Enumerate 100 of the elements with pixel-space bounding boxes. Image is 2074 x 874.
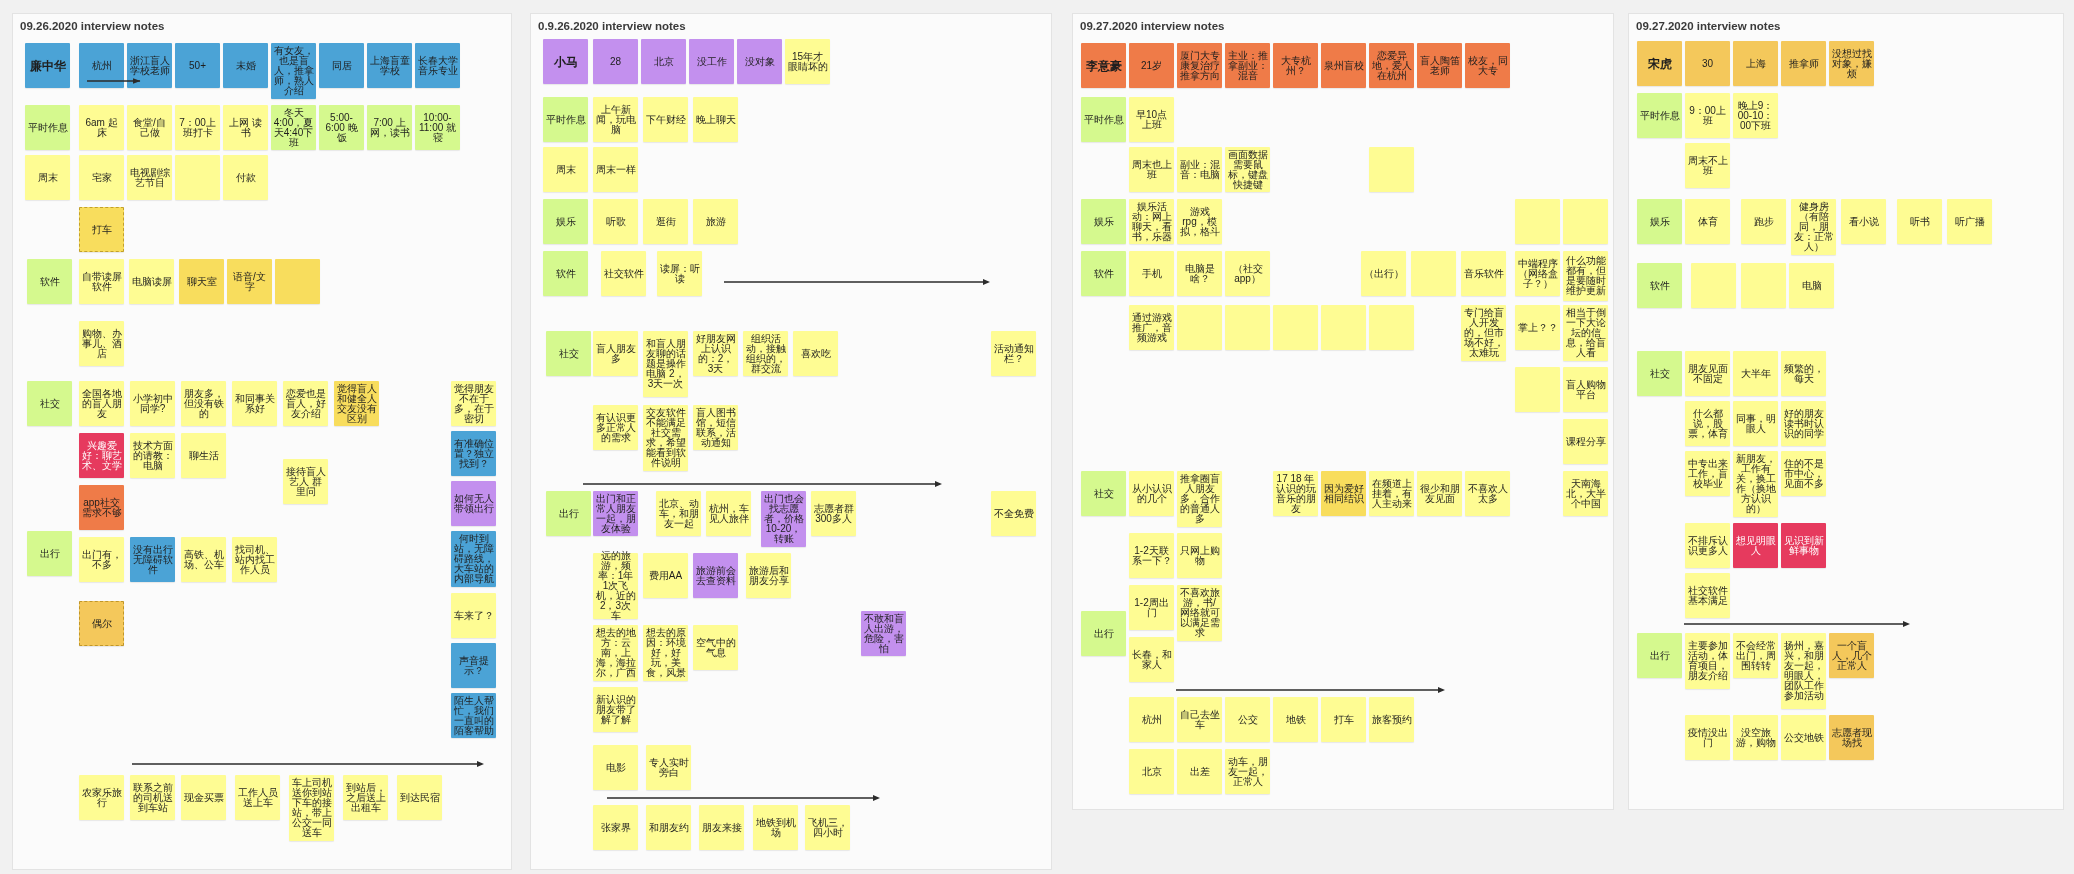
note-text: 恋爱也是盲人，好友介绍	[285, 388, 326, 419]
note-text: 想见明眼人	[1735, 535, 1776, 556]
note-text: 交友软件不能满足社交需求，希望能看到软件说明	[645, 408, 686, 468]
sticky-note	[1637, 199, 1682, 244]
notes-panel	[530, 13, 1052, 870]
note-text: 想去的地方：云南，上海，海拉尔，广西	[595, 628, 636, 678]
sticky-note	[235, 775, 280, 820]
note-text: 联系之前的司机送到车站	[132, 782, 173, 813]
note-text: 见识到新鲜事物	[1783, 535, 1824, 556]
sticky-note	[415, 43, 460, 88]
note-text: 5:00-6:00 晚饭	[324, 112, 359, 143]
note-text: 好的朋友读书时认识的同学	[1783, 408, 1824, 439]
sticky-note	[415, 105, 460, 150]
note-text: 大半年	[1740, 368, 1771, 379]
note-text: 从小认识的几个	[1131, 483, 1172, 504]
sticky-note	[593, 687, 638, 732]
note-text: 听歌	[605, 216, 626, 227]
note-text: 不敢和盲人出游，危险，害怕	[863, 613, 904, 654]
sticky-note	[593, 745, 638, 790]
note-text: 出行	[39, 548, 60, 559]
note-text: 平时作息	[1083, 114, 1124, 125]
sticky-note	[367, 43, 412, 88]
note-text: 高铁、机场、公车	[183, 549, 224, 570]
note-text: 平时作息	[27, 122, 68, 133]
sticky-note	[1129, 585, 1174, 630]
sticky-note	[706, 491, 751, 536]
note-text: 电影	[605, 762, 626, 773]
sticky-note	[593, 199, 638, 244]
note-text: 看小说	[1848, 216, 1879, 227]
note-text: 9：00上班	[1688, 105, 1727, 126]
note-text: 志愿者现场找	[1831, 727, 1872, 748]
note-text: 不全免费	[993, 508, 1034, 519]
sticky-note	[175, 43, 220, 88]
sticky-note	[1225, 749, 1270, 794]
panel-title: 09.27.2020 interview notes	[1636, 19, 1781, 33]
note-text: 娱乐	[1093, 216, 1114, 227]
note-text: 推拿圈盲人朋友多，合作的普通人多	[1179, 474, 1220, 524]
sticky-note	[181, 433, 226, 478]
sticky-note	[1177, 43, 1222, 88]
sticky-note	[737, 39, 782, 84]
note-text: 杭州	[91, 60, 112, 71]
sticky-note	[319, 43, 364, 88]
note-text: 恋爱异地，爱人在杭州	[1371, 50, 1412, 81]
note-text: 没空旅游，购物	[1735, 727, 1776, 748]
note-text: 大专杭州？	[1279, 55, 1312, 76]
note-text: 和同事关系好	[234, 393, 275, 414]
sticky-note	[179, 259, 224, 304]
sticky-note	[27, 381, 72, 426]
note-text: 技术方面的请教：电脑	[132, 440, 173, 471]
note-text: 很少和朋友见面	[1419, 483, 1460, 504]
sticky-note	[1177, 305, 1222, 350]
sticky-note	[1741, 263, 1786, 308]
sticky-note	[1733, 351, 1778, 396]
sticky-note	[1637, 263, 1682, 308]
note-text: 出门和正常人朋友一起，朋友体验	[595, 493, 636, 534]
sticky-note	[319, 105, 364, 150]
note-text: 在频道上挂着，有人主动来	[1371, 478, 1412, 509]
note-text: 有女友，也是盲人，推拿师，熟人介绍	[273, 46, 314, 96]
sticky-note	[79, 321, 124, 366]
note-text: 体育	[1697, 216, 1718, 227]
sticky-note	[451, 593, 496, 638]
note-text: 没对象	[744, 56, 775, 67]
sticky-note	[1733, 41, 1778, 86]
sticky-note	[130, 537, 175, 582]
note-text: 读屏：听读	[659, 263, 700, 284]
sticky-note	[543, 97, 588, 142]
note-text: 组织活动，接触组织的，群交流	[745, 333, 786, 374]
note-text: 新朋友，工作有关，换工作（换地方认识的）	[1735, 454, 1776, 514]
sticky-note	[693, 97, 738, 142]
sticky-note	[1685, 143, 1730, 188]
note-text: 上网 读书	[228, 117, 263, 138]
note-text: 兴趣爱好：聊艺术、文学	[81, 440, 122, 471]
sticky-note	[1129, 533, 1174, 578]
note-text: 旅客预约	[1371, 714, 1412, 725]
sticky-note	[1637, 93, 1682, 138]
sticky-note	[991, 491, 1036, 536]
note-text: 空气中的气息	[695, 637, 736, 658]
note-text: 出门有，不多	[81, 549, 122, 570]
note-text: 娱乐	[555, 216, 576, 227]
note-text: 上海	[1745, 58, 1766, 69]
sticky-note	[1781, 351, 1826, 396]
note-text: 周末	[555, 164, 576, 175]
sticky-note	[79, 537, 124, 582]
note-text: 电脑	[1801, 280, 1822, 291]
note-text: 声音提示？	[457, 655, 490, 676]
sticky-note	[1411, 251, 1456, 296]
sticky-note	[127, 155, 172, 200]
note-text: 到站后，之后送上出租车	[345, 782, 386, 813]
note-text: 没有出行无障碍软件	[132, 544, 173, 575]
note-text: 校友，同大专	[1467, 55, 1508, 76]
sticky-note	[451, 481, 496, 526]
note-text: 游戏rpg，模拟，格斗	[1179, 206, 1220, 237]
note-text: 娱乐	[1649, 216, 1670, 227]
sticky-note	[79, 43, 124, 88]
note-text: 出差	[1189, 766, 1210, 777]
note-text: 下午财经	[645, 114, 686, 125]
sticky-note	[181, 381, 226, 426]
note-text: 盲人购物平台	[1565, 379, 1606, 400]
sticky-note	[27, 259, 72, 304]
sticky-note	[543, 199, 588, 244]
